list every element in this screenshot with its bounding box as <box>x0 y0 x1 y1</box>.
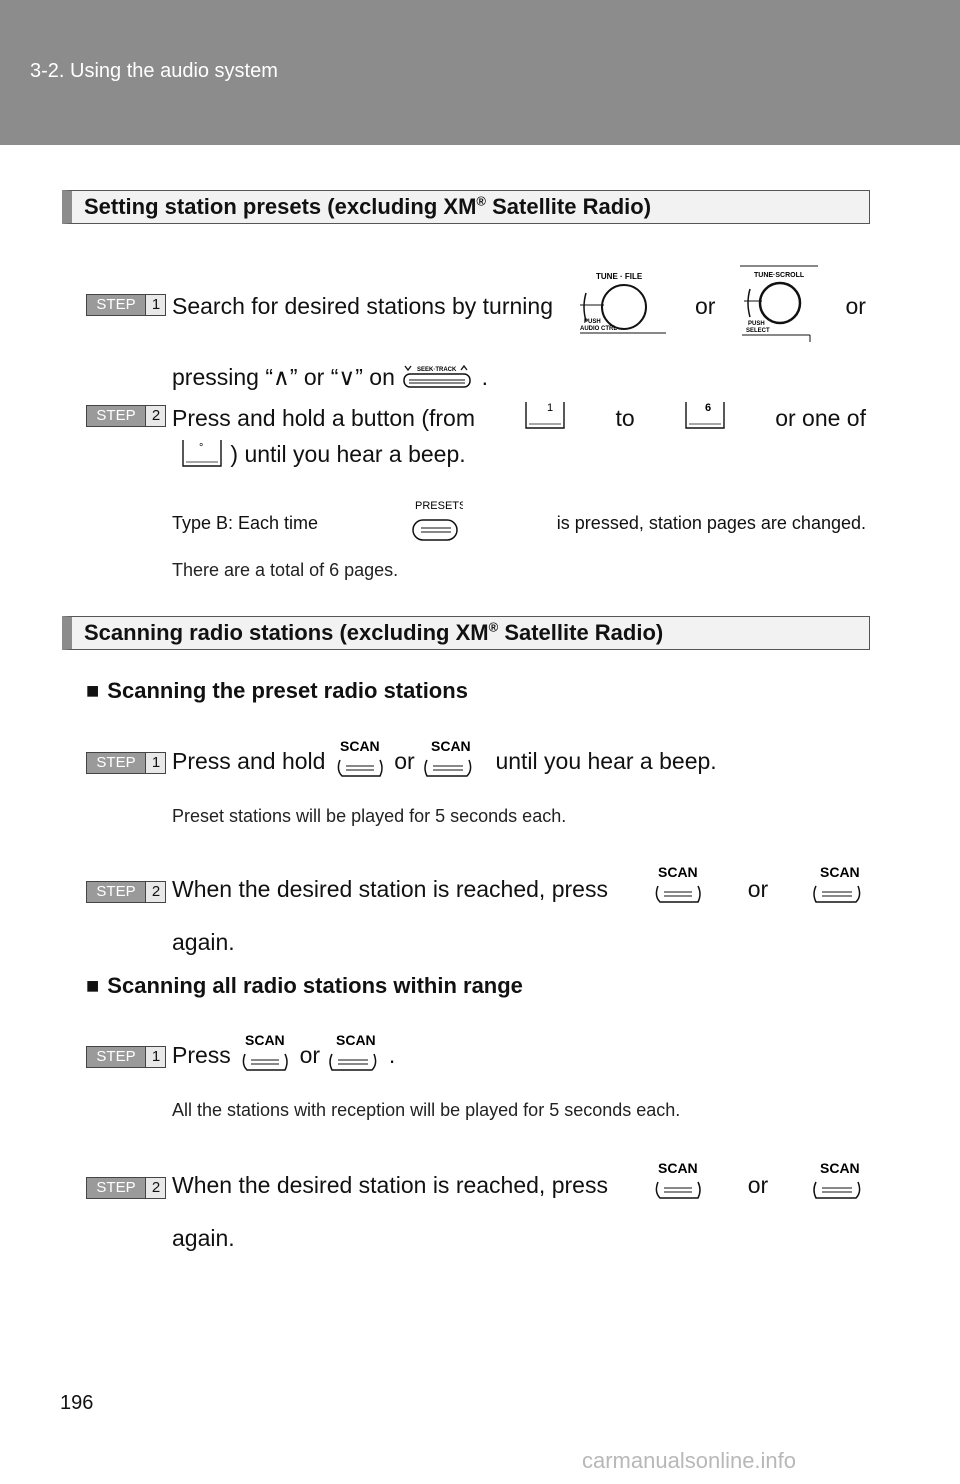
step-2-line-2: ° ) until you hear a beep. <box>180 436 466 476</box>
knob2-label-bottom-1: PUSH <box>748 321 765 327</box>
scan-button-alt-icon: SCAN <box>326 1032 382 1082</box>
seek-track-label: SEEK·TRACK <box>417 367 457 373</box>
knob2-label-top: TUNE·SCROLL <box>754 272 805 279</box>
scan-range-step-2-line-2: again. <box>172 1225 235 1251</box>
note-presets-line-1: Type B: Each time PRESETS is pressed, st… <box>172 500 866 546</box>
preset-1-label: 1 <box>547 402 553 414</box>
section-title-scanning: Scanning radio stations (excluding XM® S… <box>62 616 870 650</box>
scan-range-step-2-line-1: When the desired station is reached, pre… <box>172 1160 866 1210</box>
watermark: carmanualsonline.info <box>582 1448 797 1473</box>
scan-preset-step-1-line: Press and hold SCAN or SCAN until you he… <box>172 738 717 788</box>
knob1-label-top: TUNE · FILE <box>596 272 643 281</box>
scan-button-alt-icon: SCAN <box>810 1160 866 1210</box>
step-1-line-2: pressing “∧” or “∨” on SEEK·TRACK . <box>172 362 488 396</box>
scan-label: SCAN <box>658 864 698 880</box>
scan-range-note: All the stations with reception will be … <box>172 1100 681 1120</box>
scan-label: SCAN <box>245 1032 285 1048</box>
scan-button-icon: SCAN <box>332 738 388 788</box>
scan-alt-label: SCAN <box>431 738 471 754</box>
seek-down-symbol: ∨ <box>338 364 356 391</box>
page-number: 196 <box>60 1392 94 1414</box>
scan-alt-label: SCAN <box>336 1032 376 1048</box>
scan-alt-label: SCAN <box>820 1160 860 1176</box>
scan-button-icon: SCAN <box>650 1160 706 1210</box>
subheading-preset-scan: ■Scanning the preset radio stations <box>86 678 468 703</box>
scan-button-icon: SCAN <box>650 864 706 914</box>
scan-button-alt-icon: SCAN <box>810 864 866 914</box>
scan-preset-note: Preset stations will be played for 5 sec… <box>172 806 567 826</box>
knob2-label-bottom-2: SELECT <box>746 328 770 334</box>
preset-button-icon: ° <box>180 436 224 476</box>
scan-range-step-1-line: Press SCAN or SCAN . <box>172 1032 395 1082</box>
subheading-range-scan: ■Scanning all radio stations within rang… <box>86 973 523 998</box>
section-title-presets: Setting station presets (excluding XM® S… <box>62 190 870 224</box>
preset-degree-label: ° <box>199 442 203 454</box>
preset-1-button-icon: 1 <box>523 398 567 438</box>
scan-preset-step-2-line-1: When the desired station is reached, pre… <box>172 864 866 914</box>
note-presets-line-2: There are a total of 6 pages. <box>172 560 399 580</box>
preset-6-label: 6 <box>705 402 711 414</box>
seek-up-symbol: ∧ <box>272 364 290 391</box>
scan-label: SCAN <box>340 738 380 754</box>
knob1-label-bottom-1: PUSH <box>584 319 601 325</box>
tune-file-knob-icon: TUNE · FILE PUSH AUDIO CTRL <box>578 271 670 341</box>
presets-button-icon: PRESETS <box>411 498 467 549</box>
step-1-line-1: Search for desired stations by turning T… <box>172 265 866 342</box>
scan-button-alt-icon: SCAN <box>421 738 477 788</box>
tune-scroll-knob-icon: TUNE·SCROLL PUSH SELECT <box>740 263 820 349</box>
presets-label: PRESETS <box>415 500 463 512</box>
scan-label: SCAN <box>658 1160 698 1176</box>
header-section-title: 3-2. Using the audio system <box>30 60 278 82</box>
scan-alt-label: SCAN <box>820 864 860 880</box>
seek-track-button-icon: SEEK·TRACK <box>401 362 475 396</box>
step-2-line-1: Press and hold a button (from 1 to 6 or … <box>172 398 866 438</box>
scan-button-icon: SCAN <box>237 1032 293 1082</box>
preset-6-button-icon: 6 <box>683 398 727 438</box>
scan-preset-step-2-line-2: again. <box>172 929 235 955</box>
knob1-label-bottom-2: AUDIO CTRL <box>580 326 617 332</box>
header-band <box>0 0 960 145</box>
